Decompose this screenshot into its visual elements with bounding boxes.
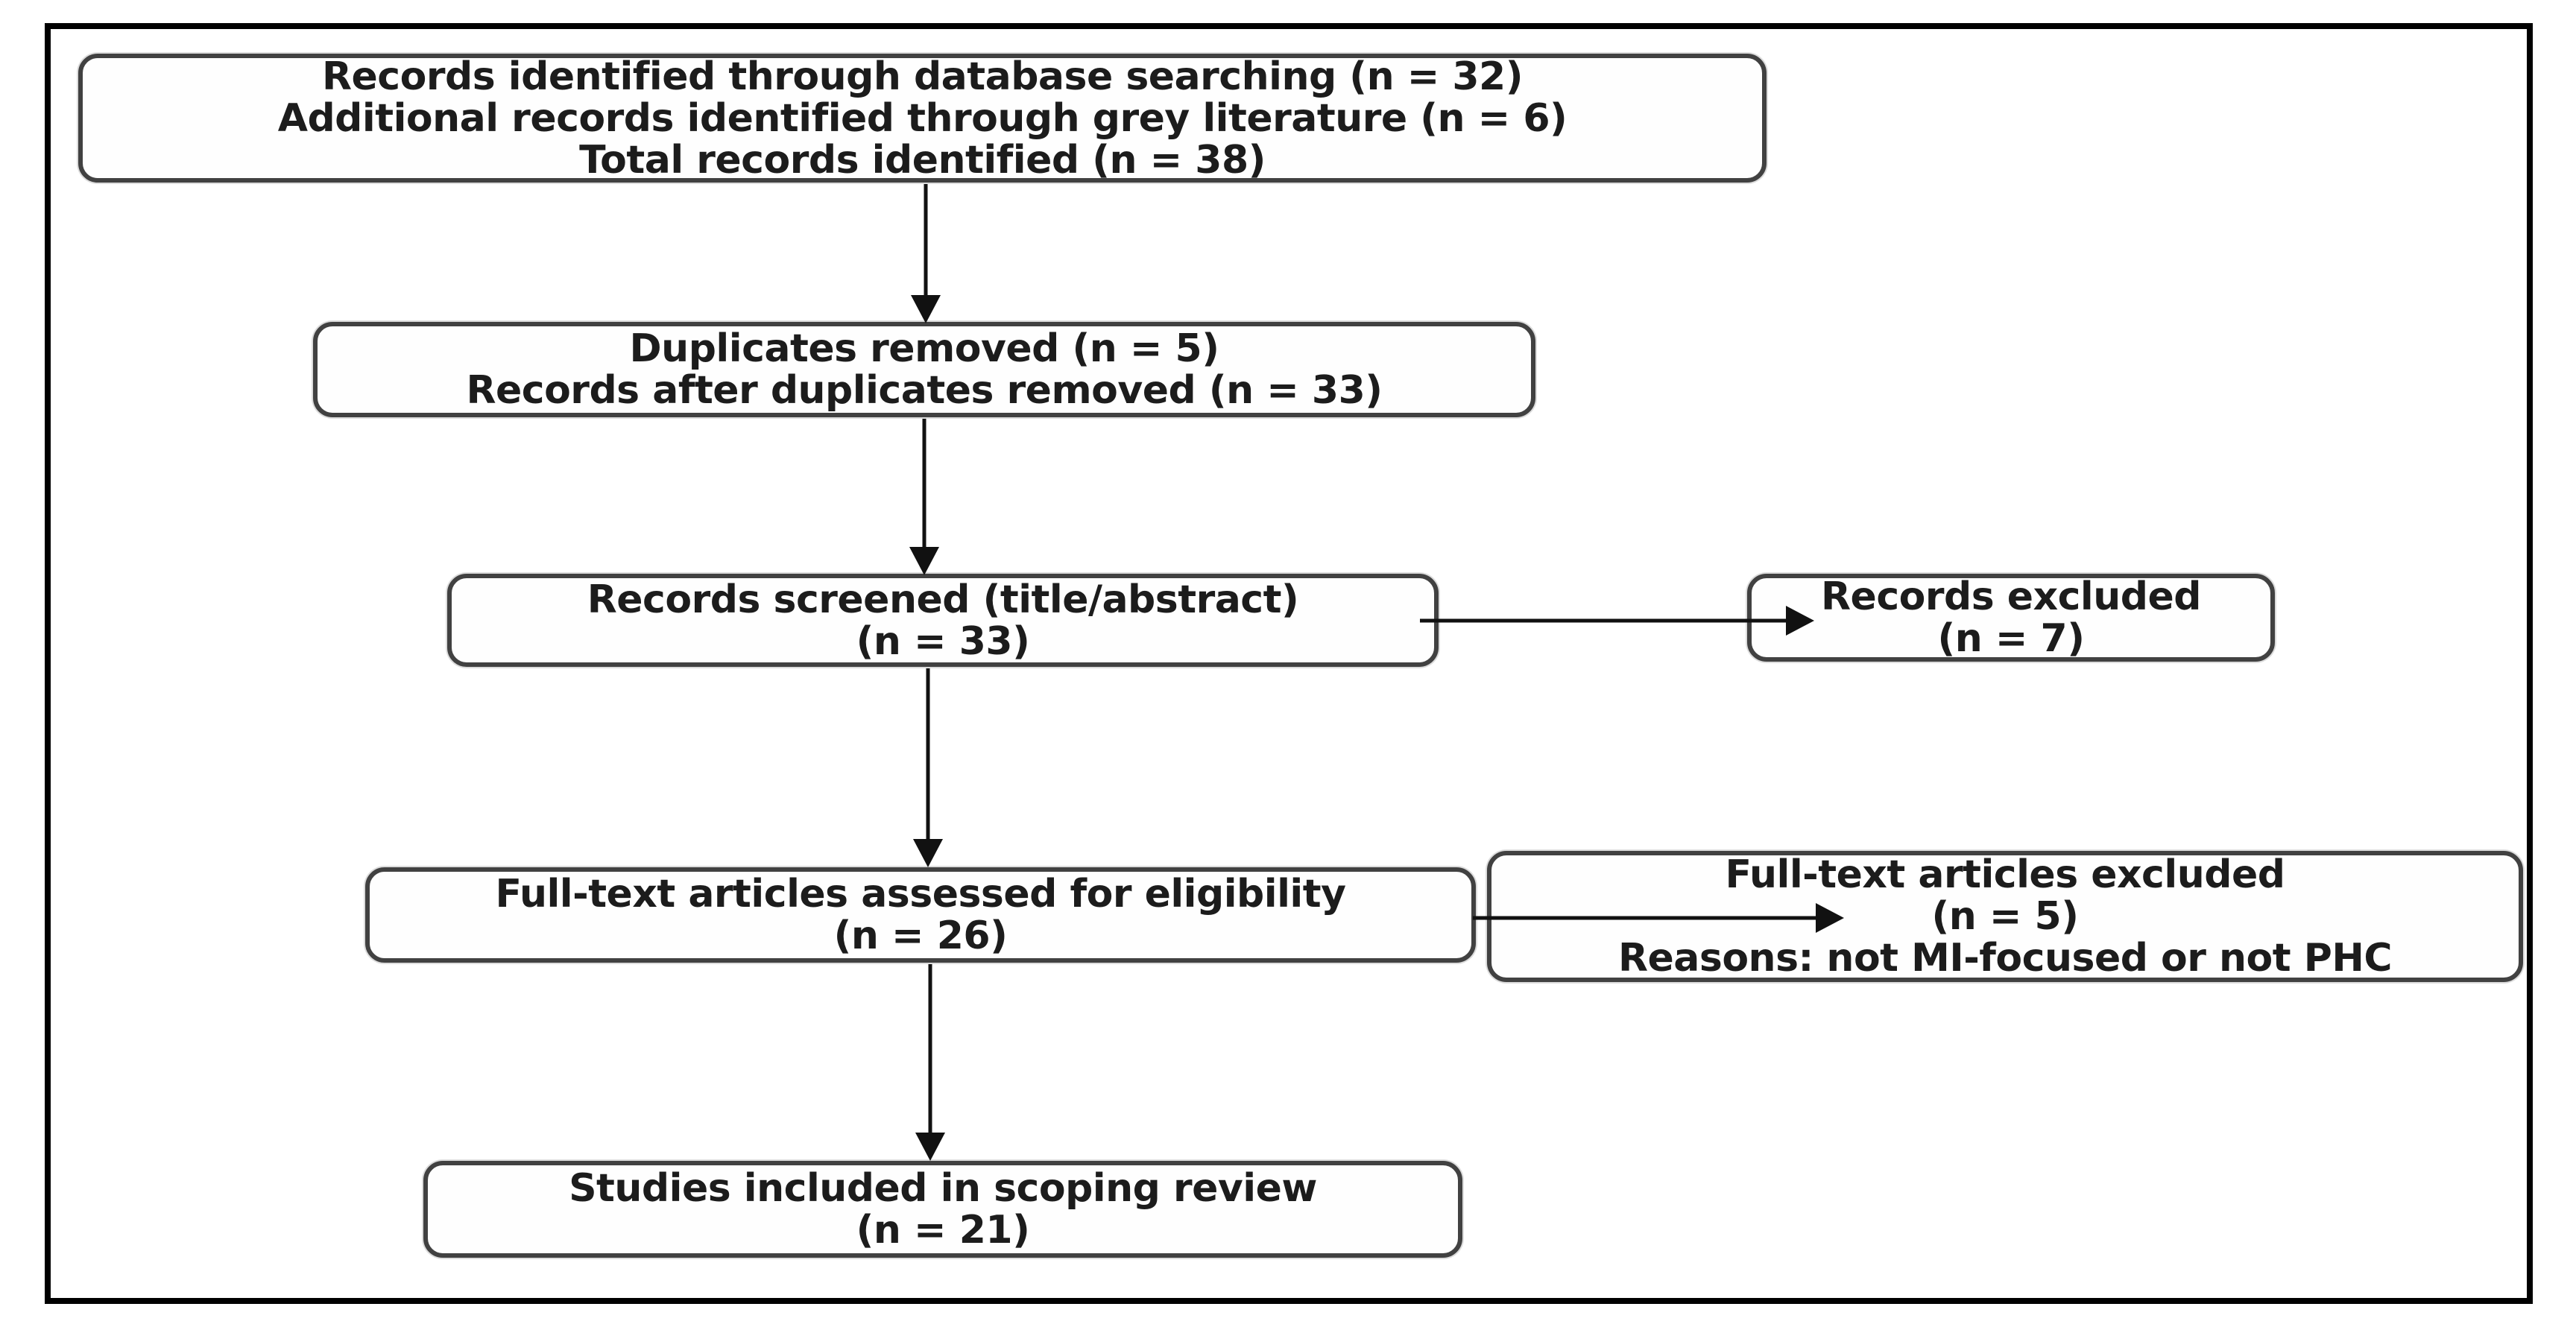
identification-box: Records identified through database sear… [78,54,1767,183]
included-line-1: Studies included in scoping review [569,1166,1317,1211]
fulltext-excluded-box: Full-text articles excluded (n = 5) Reas… [1487,851,2523,982]
records-excluded-line-1: Records excluded [1821,574,2201,619]
included-line-2: (n = 21) [856,1208,1030,1253]
fulltext-assessed-line-2: (n = 26) [833,913,1008,958]
records-excluded-box: Records excluded (n = 7) [1747,574,2275,662]
fulltext-excluded-line-3: Reasons: not MI-focused or not PHC [1617,936,2393,981]
screened-line-2: (n = 33) [856,618,1030,664]
duplicates-line-2: Records after duplicates removed (n = 33… [466,368,1383,413]
fulltext-assessed-line-1: Full-text articles assessed for eligibil… [495,872,1346,916]
duplicates-line-1: Duplicates removed (n = 5) [629,326,1219,371]
identification-line-2: Additional records identified through gr… [277,95,1568,141]
identification-line-3: Total records identified (n = 38) [579,137,1266,183]
duplicates-removed-box: Duplicates removed (n = 5) Records after… [313,322,1535,417]
fulltext-excluded-line-1: Full-text articles excluded [1725,852,2285,897]
fulltext-assessed-box: Full-text articles assessed for eligibil… [365,867,1476,963]
records-excluded-line-2: (n = 7) [1937,616,2085,661]
records-screened-box: Records screened (title/abstract) (n = 3… [447,574,1439,667]
diagram-outer-frame [45,23,2533,1304]
screened-line-1: Records screened (title/abstract) [587,577,1299,622]
studies-included-box: Studies included in scoping review (n = … [423,1161,1462,1258]
identification-line-1: Records identified through database sear… [322,54,1524,99]
fulltext-excluded-line-2: (n = 5) [1931,894,2079,939]
